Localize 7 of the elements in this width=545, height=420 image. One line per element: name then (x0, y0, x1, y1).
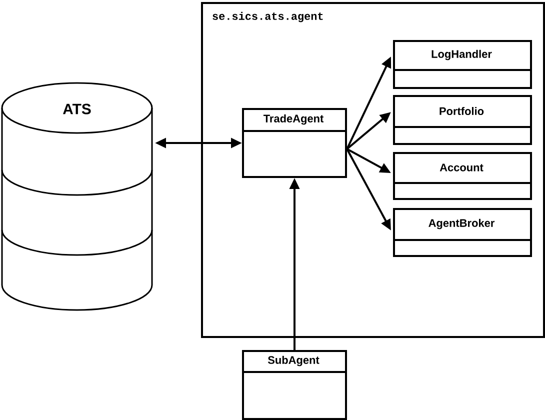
class-box: SubAgent (242, 350, 347, 420)
class-box: TradeAgent (242, 108, 347, 178)
database-cylinder: ATS (1, 82, 153, 311)
class-box: Portfolio (393, 95, 532, 145)
class-box: AgentBroker (393, 208, 532, 257)
class-box: LogHandler (393, 40, 532, 89)
class-box: Account (393, 152, 532, 200)
